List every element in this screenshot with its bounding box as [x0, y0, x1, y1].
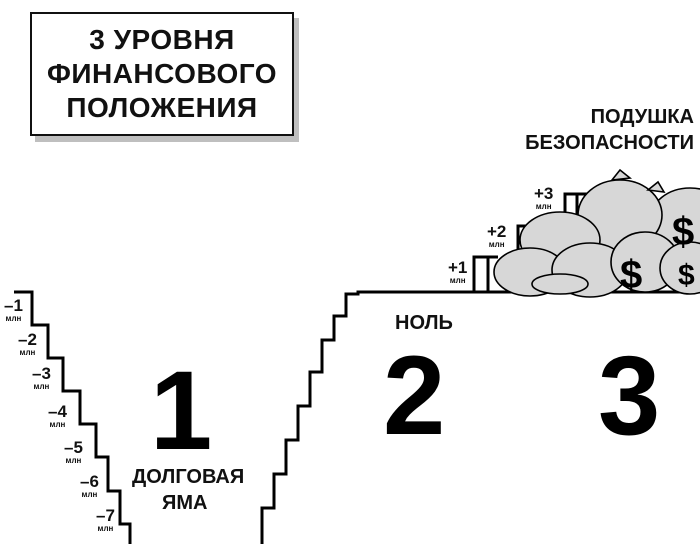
level-3-number: 3 [598, 333, 661, 458]
zero-label: НОЛЬ [395, 312, 453, 334]
title-line: ФИНАНСОВОГО [46, 58, 278, 89]
debt-pit-label: ДОЛГОВАЯ ЯМА [132, 464, 244, 516]
title-line: 3 УРОВНЯ [89, 24, 235, 55]
safety-cushion-line: ПОДУШКА [590, 106, 694, 128]
money-bags [493, 168, 700, 298]
rising-staircase [260, 290, 700, 544]
title-line: ПОЛОЖЕНИЯ [66, 92, 258, 123]
level-2-number: 2 [383, 333, 446, 458]
dollar-sign-icon: $ [672, 210, 694, 254]
debt-staircase [14, 290, 132, 544]
safety-cushion-line: БЕЗОПАСНОСТИ [525, 132, 694, 154]
safety-cushion-label: ПОДУШКА БЕЗОПАСНОСТИ [525, 104, 694, 156]
debt-pit-line: ДОЛГОВАЯ [132, 466, 245, 488]
plus-step-1 [472, 255, 498, 292]
debt-pit-line: ЯМА [162, 492, 208, 514]
level-1-number: 1 [150, 348, 213, 473]
dollar-sign-icon: $ [620, 253, 642, 297]
title-box: 3 УРОВНЯ ФИНАНСОВОГО ПОЛОЖЕНИЯ [30, 12, 294, 136]
dollar-sign-icon: $ [678, 259, 695, 292]
